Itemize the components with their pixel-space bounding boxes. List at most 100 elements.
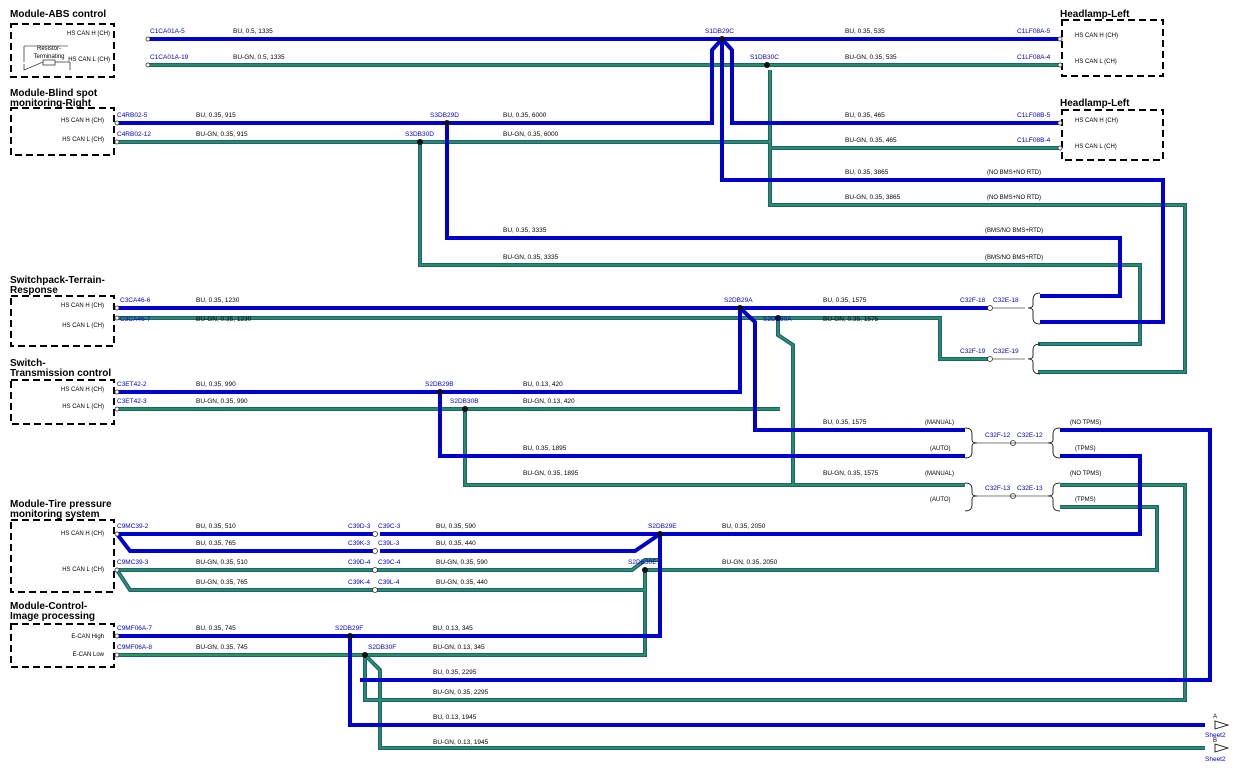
pin-label: HS CAN H (CH) bbox=[1075, 33, 1118, 39]
option-braces bbox=[964, 292, 1061, 512]
wire-spec: BU, 0.35, 745 bbox=[196, 625, 236, 632]
pin-label: HS CAN H (CH) bbox=[1075, 118, 1118, 124]
wire-spec: BU-GN, 0.35, 915 bbox=[196, 131, 248, 138]
sheet-letter: B bbox=[1213, 738, 1217, 744]
splice-dot bbox=[737, 305, 743, 311]
connector-label: C1CA01A-19 bbox=[150, 54, 189, 61]
pin-label: HS CAN H (CH) bbox=[61, 303, 104, 309]
connector-label: C39C-3 bbox=[378, 523, 401, 530]
pin-terminal bbox=[114, 531, 120, 537]
wire-spec: BU-GN, 0.35, 1230 bbox=[196, 316, 252, 323]
option-note: (BMS/NO BMS+RTD) bbox=[985, 255, 1043, 261]
wire-spec: BU, 0.35, 1575 bbox=[823, 419, 867, 426]
bu-wires bbox=[115, 37, 1212, 727]
wire-spec: BU-GN, 0.35, 535 bbox=[845, 54, 897, 61]
connector-label: C1LF08A-4 bbox=[1017, 54, 1051, 61]
module-control-image-processing: Module-Control- Image processing E-CAN H… bbox=[10, 601, 115, 668]
inline-connector bbox=[372, 548, 378, 554]
wire-spec: BU, 0.35, 590 bbox=[436, 523, 476, 530]
pin-terminal bbox=[114, 567, 120, 573]
module-headlamp-left-2: Headlamp-Left HS CAN H (CH) HS CAN L (CH… bbox=[1060, 98, 1164, 161]
resistor-label: Terminating bbox=[33, 54, 64, 60]
splice-label: S2DB29B bbox=[425, 381, 454, 388]
pin-terminals bbox=[114, 36, 1063, 658]
module-title: Switch- bbox=[10, 358, 46, 369]
wire-spec: BU-GN, 0.13, 1945 bbox=[433, 739, 489, 746]
option-note: (AUTO) bbox=[930, 497, 951, 503]
wire-spec: BU-GN, 0.35, 510 bbox=[196, 559, 248, 566]
splice-label: S1DB29C bbox=[705, 28, 734, 35]
module-title: Module-Blind spot bbox=[10, 88, 98, 99]
wire-spec: BU, 0.35, 510 bbox=[196, 523, 236, 530]
connector-labels: C1CA01A-5 C1CA01A-19 S1DB29C S1DB30C C1L… bbox=[117, 28, 1226, 763]
splice-dot bbox=[719, 36, 725, 42]
connector-label: C4RB02-5 bbox=[117, 112, 148, 119]
wire-spec: BU, 0.35, 3865 bbox=[845, 169, 889, 176]
pin-terminal bbox=[114, 406, 120, 412]
module-headlamp-left-1: Headlamp-Left HS CAN H (CH) HS CAN L (CH… bbox=[1060, 9, 1164, 77]
wire-spec: BU-GN, 0.35, 440 bbox=[436, 579, 488, 586]
pin-label: E-CAN Low bbox=[73, 652, 105, 658]
wire-spec: BU, 0.35, 2050 bbox=[722, 523, 766, 530]
wire-spec: BU, 0.13, 345 bbox=[433, 625, 473, 632]
pin-label: HS CAN H (CH) bbox=[61, 118, 104, 124]
connector-label: C32F-12 bbox=[985, 432, 1011, 439]
splice-dot bbox=[462, 406, 468, 412]
module-title: Switchpack-Terrain- bbox=[10, 275, 105, 286]
wire-spec: BU, 0.35, 1575 bbox=[823, 297, 867, 304]
wire-spec: BU, 0.35, 440 bbox=[436, 540, 476, 547]
wire-spec: BU-GN, 0.35, 465 bbox=[845, 137, 897, 144]
connector-label: C3ET42-3 bbox=[117, 398, 147, 405]
wire-spec: BU, 0.35, 465 bbox=[845, 112, 885, 119]
module-title: Module-Tire pressure bbox=[10, 499, 112, 510]
wire-spec: BU-GN, 0.13, 345 bbox=[433, 644, 485, 651]
connector-label: C1LF08A-5 bbox=[1017, 28, 1051, 35]
inline-connector bbox=[372, 587, 378, 593]
connector-label: C32E-19 bbox=[993, 348, 1019, 355]
inline-connector bbox=[987, 305, 993, 311]
option-note: (NO BMS+NO RTD) bbox=[987, 170, 1041, 176]
splice-label: S2DB29E bbox=[648, 523, 677, 530]
wire-spec: BU-GN, 0.35, 745 bbox=[196, 644, 248, 651]
connector-label: C32F-13 bbox=[985, 485, 1011, 492]
module-switch-transmission-control: Switch- Transmission control HS CAN H (C… bbox=[10, 358, 115, 425]
splice-dot bbox=[642, 567, 648, 573]
pin-terminal bbox=[1057, 62, 1063, 68]
option-note: (TPMS) bbox=[1075, 446, 1096, 452]
module-title: monitoring system bbox=[10, 509, 100, 520]
splice-label: S2DB29A bbox=[724, 297, 753, 304]
wire-spec: BU-GN, 0.35, 1575 bbox=[823, 470, 879, 477]
bu-gn-wires bbox=[115, 63, 1205, 750]
sheet-arrows bbox=[1214, 720, 1230, 753]
module-title: Headlamp-Left bbox=[1060, 9, 1130, 20]
splice-dot bbox=[775, 315, 781, 321]
module-abs-control: Module-ABS control HS CAN H (CH) HS CAN … bbox=[10, 9, 115, 78]
wire-spec: BU, 0.35, 2295 bbox=[433, 669, 477, 676]
wire-spec: BU, 0.35, 915 bbox=[196, 112, 236, 119]
connector-label: C3CA46-6 bbox=[120, 297, 151, 304]
splice-points bbox=[347, 36, 781, 658]
wire-spec: BU, 0.35, 3335 bbox=[503, 227, 547, 234]
option-note: (MANUAL) bbox=[925, 471, 954, 477]
pin-terminal bbox=[145, 36, 151, 42]
splice-label: S1DB30C bbox=[750, 54, 779, 61]
connector-label: C9MC39-2 bbox=[117, 523, 149, 530]
module-title: Headlamp-Left bbox=[1060, 98, 1130, 109]
option-note: (NO TPMS) bbox=[1070, 420, 1101, 426]
connector-label: C39K-4 bbox=[348, 579, 370, 586]
pin-label: HS CAN H (CH) bbox=[61, 531, 104, 537]
wire-spec: BU, 0.35, 990 bbox=[196, 381, 236, 388]
wire-spec: BU-GN, 0.35, 1575 bbox=[823, 316, 879, 323]
wire-spec: BU-GN, 0.35, 2295 bbox=[433, 689, 489, 696]
option-note: (BMS/NO BMS+RTD) bbox=[985, 228, 1043, 234]
splice-label: S2DB30F bbox=[368, 644, 396, 651]
pin-terminal bbox=[114, 633, 120, 639]
sheet-link-label: Sheet2 bbox=[1205, 732, 1226, 739]
pin-terminal bbox=[114, 315, 120, 321]
wire-spec: BU, 0.35, 765 bbox=[196, 540, 236, 547]
pin-label: HS CAN H (CH) bbox=[67, 31, 110, 37]
splice-label: S2DB30E bbox=[628, 559, 657, 566]
connector-label: C39C-4 bbox=[378, 559, 401, 566]
resistor-icon bbox=[42, 59, 56, 66]
